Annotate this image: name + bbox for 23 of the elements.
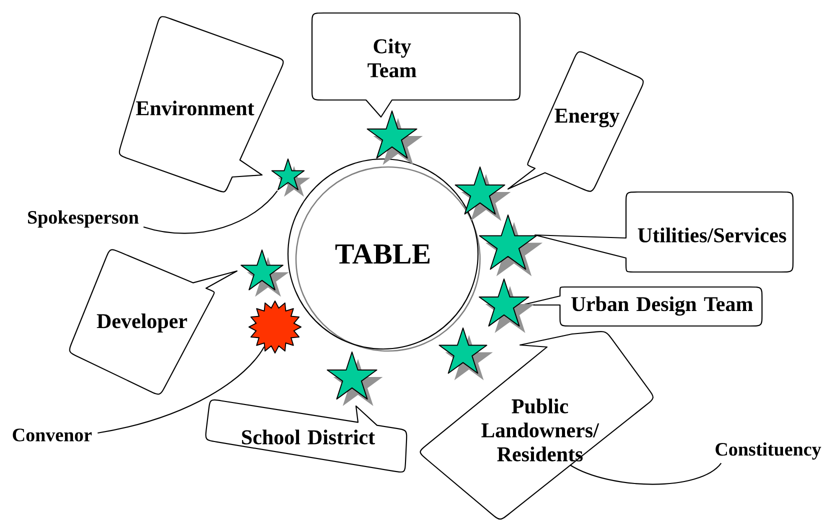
leader-line [143,190,278,234]
role-label: Constituency [716,442,822,460]
speech-bubble: Energy [507,51,644,192]
star [366,110,423,166]
star [478,278,535,334]
role-label: Convenor [12,428,92,442]
speech-bubble: Utilities/Services [534,191,794,273]
role-label: Spokesperson [28,210,139,228]
speech-bubble: Environment [118,16,284,192]
star [478,214,543,276]
star [271,158,310,197]
speech-bubble: Urban Design Team [521,286,763,327]
star [326,352,383,406]
speech-bubble: Public Landowners/ Residents [420,331,654,520]
star [454,166,511,222]
speech-bubble: City Team [311,12,521,118]
leader-line [570,462,722,485]
speech-bubble: Developer [69,249,238,395]
leader-line [98,346,265,434]
speech-bubble: School District [205,399,408,473]
star [240,250,289,297]
star [438,328,493,380]
starburst [248,300,302,354]
